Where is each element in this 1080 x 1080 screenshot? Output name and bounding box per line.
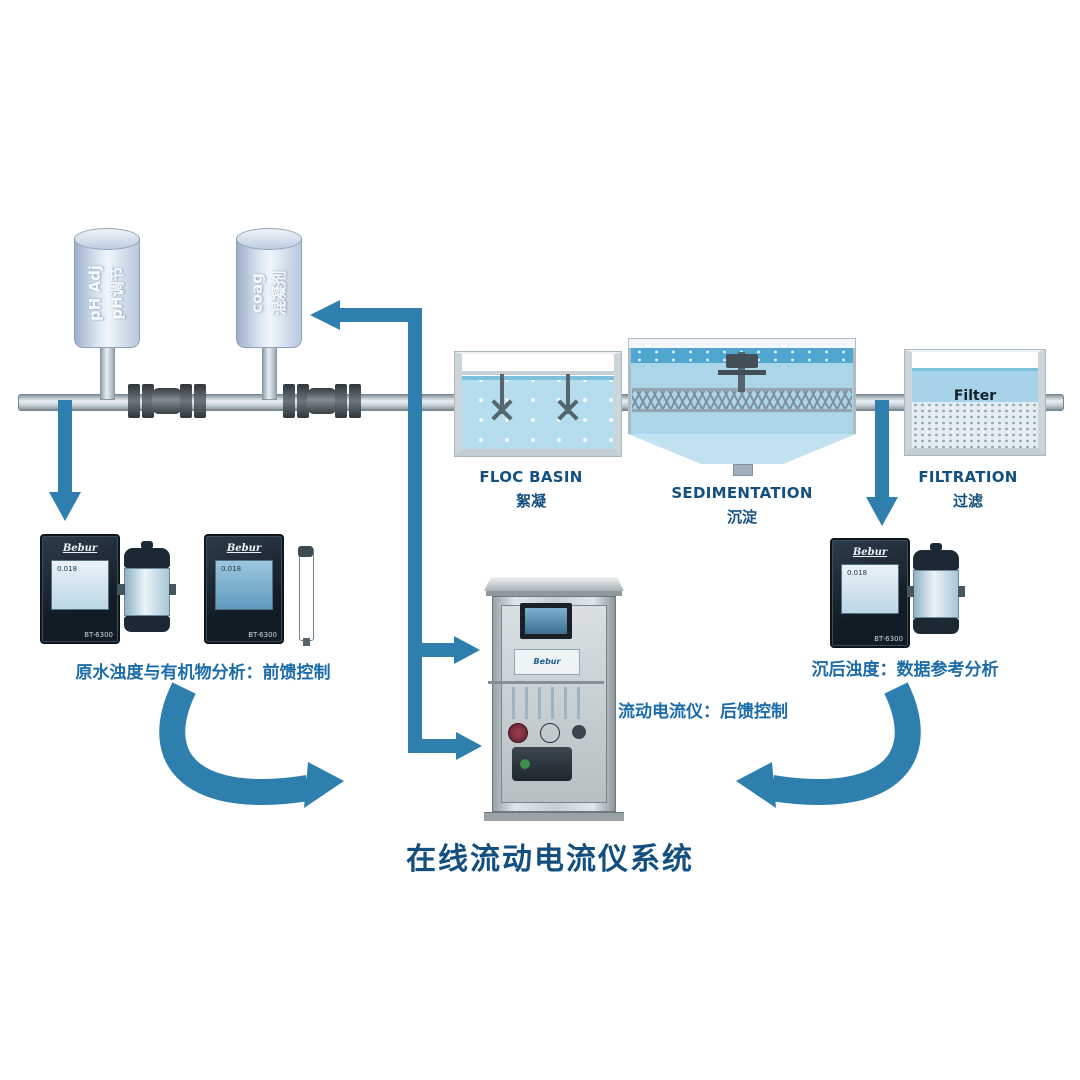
cabinet-base: [484, 812, 624, 821]
coag-tank-label-zh: 混凝剂: [270, 270, 288, 316]
ph-tank-label-en: pH Adj: [86, 264, 104, 321]
caption-feedback: 流动电流仪：后馈控制: [618, 702, 788, 722]
floc-basin: [455, 352, 621, 456]
analyzer-screen-value: 0.018: [847, 569, 868, 577]
turbidity-sensor-raw: [118, 548, 176, 636]
arrowhead-to-cabinet-upper: [454, 636, 480, 664]
analyzer-screen-value: 0.018: [221, 565, 242, 573]
turbidity-sensor-settled: [907, 550, 965, 638]
sensor-cap: [124, 548, 170, 568]
ph-tank-body: [74, 238, 140, 348]
swoosh-left-head: [304, 762, 344, 808]
analyzer-panel-raw-1: Bebur 0.018 BT-6300: [40, 534, 120, 644]
sensor-cap: [913, 550, 959, 570]
sedimentation-label-en: SEDIMENTATION: [671, 484, 813, 502]
coag-tank-label: coag 混凝剂: [246, 235, 292, 351]
caption-feedforward: 原水浊度与有机物分析：前馈控制: [75, 663, 331, 683]
system-title: 在线流动电流仪系统: [406, 842, 694, 877]
dosing-line-bottom: [408, 739, 458, 753]
sedimentation-label: SEDIMENTATION 沉淀: [628, 484, 856, 527]
cabinet-shelf: [488, 681, 604, 684]
sensor-base: [913, 618, 959, 634]
analyzer-panel-raw-2: Bebur 0.018 BT-6300: [204, 534, 284, 644]
analyzer-brand: Bebur: [226, 543, 262, 554]
cabinet-pump-1: [508, 723, 528, 743]
filter-media: [912, 402, 1038, 448]
analyzer-model: BT-6300: [874, 635, 903, 643]
cabinet-controller: Bebur: [514, 649, 580, 675]
sedimentation-label-zh: 沉淀: [726, 508, 757, 526]
ph-tank: pH Adj pH调节: [74, 228, 140, 348]
pipe-valve-1: [128, 380, 206, 422]
ph-tank-stem: [100, 344, 115, 400]
dosing-line-mid: [422, 643, 456, 657]
cabinet-display-screen: [525, 608, 567, 634]
filtration-water: [912, 368, 1038, 405]
floc-label-en: FLOC BASIN: [479, 468, 583, 486]
cabinet-pump-2: [540, 723, 560, 743]
analyzer-screen-value: 0.018: [57, 565, 78, 573]
filter-media-label: Filter: [953, 388, 997, 404]
filtration-label-zh: 过滤: [952, 492, 983, 510]
swoosh-left: [159, 682, 311, 805]
ph-tank-label-zh: pH调节: [108, 266, 126, 320]
pipe-valve-2: [283, 380, 361, 422]
sedimentation-hopper: [628, 434, 856, 464]
analyzer-model: BT-6300: [84, 631, 113, 639]
arrowhead-to-cabinet-lower: [456, 732, 482, 760]
coag-tank-label-en: coag: [248, 272, 266, 313]
filtration-label: FILTRATION 过滤: [898, 468, 1038, 511]
ph-tank-lid: [74, 228, 140, 250]
sedimentation-basin: [628, 338, 856, 476]
scd-cabinet: Bebur: [484, 577, 624, 823]
cabinet-display: [520, 603, 572, 639]
sensor-body: [907, 570, 965, 618]
cabinet-crown: [484, 577, 624, 591]
swoosh-right-head: [736, 762, 776, 808]
floc-mixer-1: [500, 374, 504, 414]
sedimentation-outlet: [733, 464, 753, 476]
electrode-probe: [298, 546, 314, 646]
coag-tank: coag 混凝剂: [236, 228, 302, 348]
floc-basin-label: FLOC BASIN 絮凝: [448, 468, 614, 511]
sensor-body: [118, 568, 176, 616]
filtration-basin: Filter: [905, 350, 1045, 455]
caption-reference: 沉后浊度：数据参考分析: [811, 660, 999, 680]
floc-label-zh: 絮凝: [515, 492, 546, 510]
cabinet-pump-3: [572, 725, 586, 739]
analyzer-screen: 0.018: [51, 560, 109, 610]
dosing-line-top: [338, 308, 422, 322]
floc-mixer-2: [566, 374, 570, 414]
scraper-motor: [726, 354, 758, 368]
arrow-settled-water-sample: [866, 400, 898, 526]
cabinet-motor: [512, 747, 572, 781]
analyzer-panel-settled: Bebur 0.018 BT-6300: [830, 538, 910, 648]
sensor-base: [124, 616, 170, 632]
arrow-raw-water-sample: [49, 400, 81, 521]
analyzer-brand: Bebur: [62, 543, 98, 554]
arrowhead-to-coag-tank: [310, 300, 340, 330]
floc-mixer-rail: [462, 371, 614, 375]
analyzer-screen: 0.018: [841, 564, 899, 614]
scraper-crossbar: [718, 370, 766, 375]
cabinet-tubing: [502, 687, 590, 719]
analyzer-model: BT-6300: [248, 631, 277, 639]
dosing-line-vertical: [408, 308, 422, 753]
analyzer-brand: Bebur: [852, 547, 888, 558]
coag-tank-lid: [236, 228, 302, 250]
coag-tank-stem: [262, 344, 277, 400]
cabinet-rim: [486, 591, 622, 596]
floc-basin-water: [462, 376, 614, 449]
ph-tank-label: pH Adj pH调节: [84, 235, 130, 351]
analyzer-screen: 0.018: [215, 560, 273, 610]
filtration-label-en: FILTRATION: [918, 468, 1018, 486]
